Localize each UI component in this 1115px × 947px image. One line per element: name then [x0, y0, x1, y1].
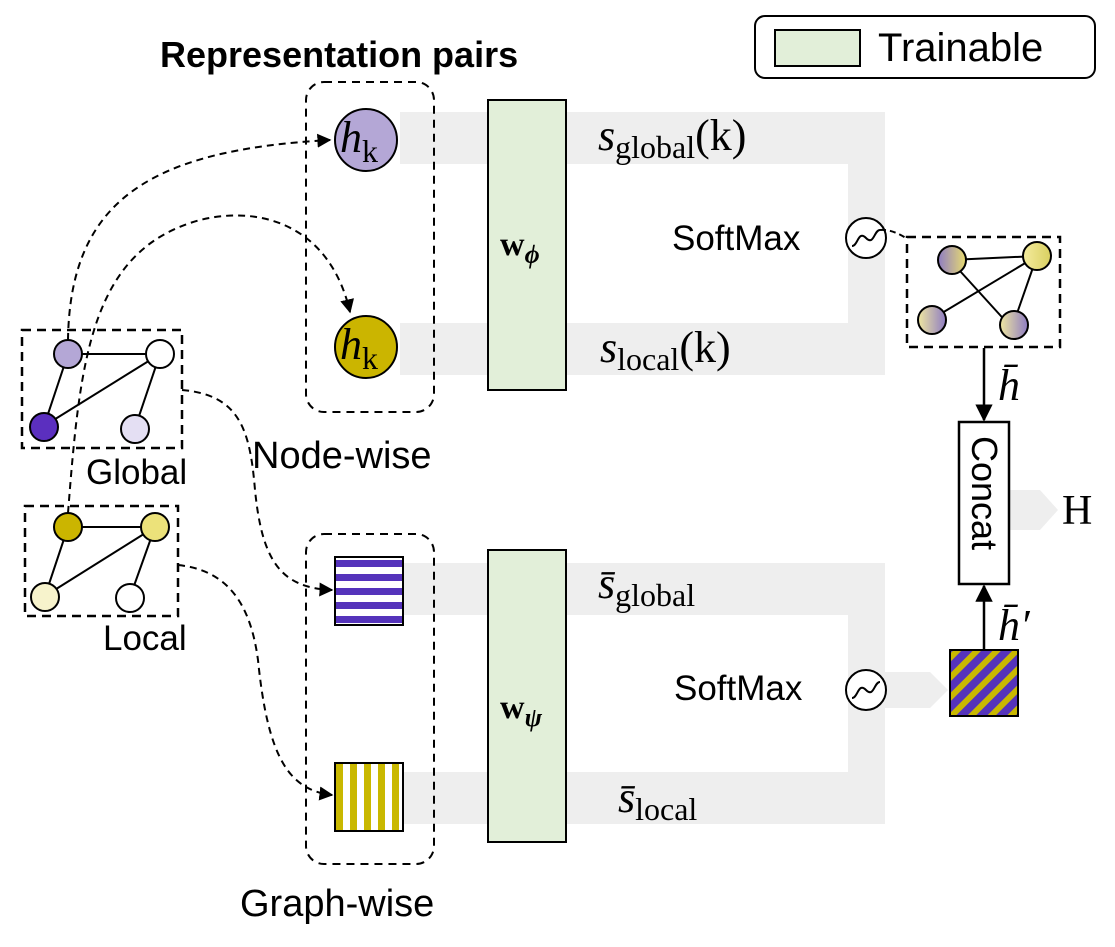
fused-graph [905, 235, 1062, 349]
w-phi-block: wϕ [487, 99, 567, 391]
global-graph [20, 328, 184, 450]
score-s-local-k: slocal(k) [600, 323, 731, 377]
score-s-global-k: sglobal(k) [598, 111, 746, 165]
legend: Trainable [754, 15, 1096, 79]
softmax-bottom-icon [845, 669, 887, 711]
global-label: Global [86, 453, 187, 492]
score-s-bar-global: s̄global [598, 559, 695, 613]
output-flow-arrow [1010, 490, 1058, 530]
h-bar-label: h̄ [998, 361, 1020, 410]
score-s-bar-local: s̄local [618, 773, 697, 827]
local-graph [23, 504, 180, 618]
flow-path-top [400, 112, 885, 375]
node-wise-label: Node-wise [252, 435, 432, 477]
title: Representation pairs [160, 34, 518, 75]
local-label: Local [103, 619, 187, 658]
concat-box: Concat [957, 420, 1011, 586]
node-wise-group [305, 81, 435, 413]
output-h-label: H [1062, 488, 1092, 534]
svg-text:Concat: Concat [964, 436, 1005, 550]
svg-text:wψ: wψ [500, 689, 543, 732]
graph-local-square [334, 762, 404, 832]
svg-text:wϕ: wϕ [500, 226, 540, 269]
softmax-top-label: SoftMax [672, 219, 801, 258]
svg-text:hk: hk [340, 320, 378, 376]
fused-graph-square [949, 649, 1019, 717]
dashed-connectors [67, 133, 354, 801]
legend-label: Trainable [878, 26, 1043, 70]
node-h-global: hk [334, 108, 398, 172]
graph-global-square [334, 556, 404, 626]
node-h-local: hk [334, 315, 398, 379]
softmax-top-icon [845, 217, 887, 259]
h-bar-prime-label: h̄′ [998, 601, 1031, 650]
w-psi-block: wψ [487, 549, 567, 843]
softmax-bottom-label: SoftMax [674, 669, 803, 708]
graph-wise-group [305, 533, 435, 865]
svg-text:hk: hk [340, 113, 378, 169]
graph-wise-label: Graph-wise [240, 883, 434, 925]
